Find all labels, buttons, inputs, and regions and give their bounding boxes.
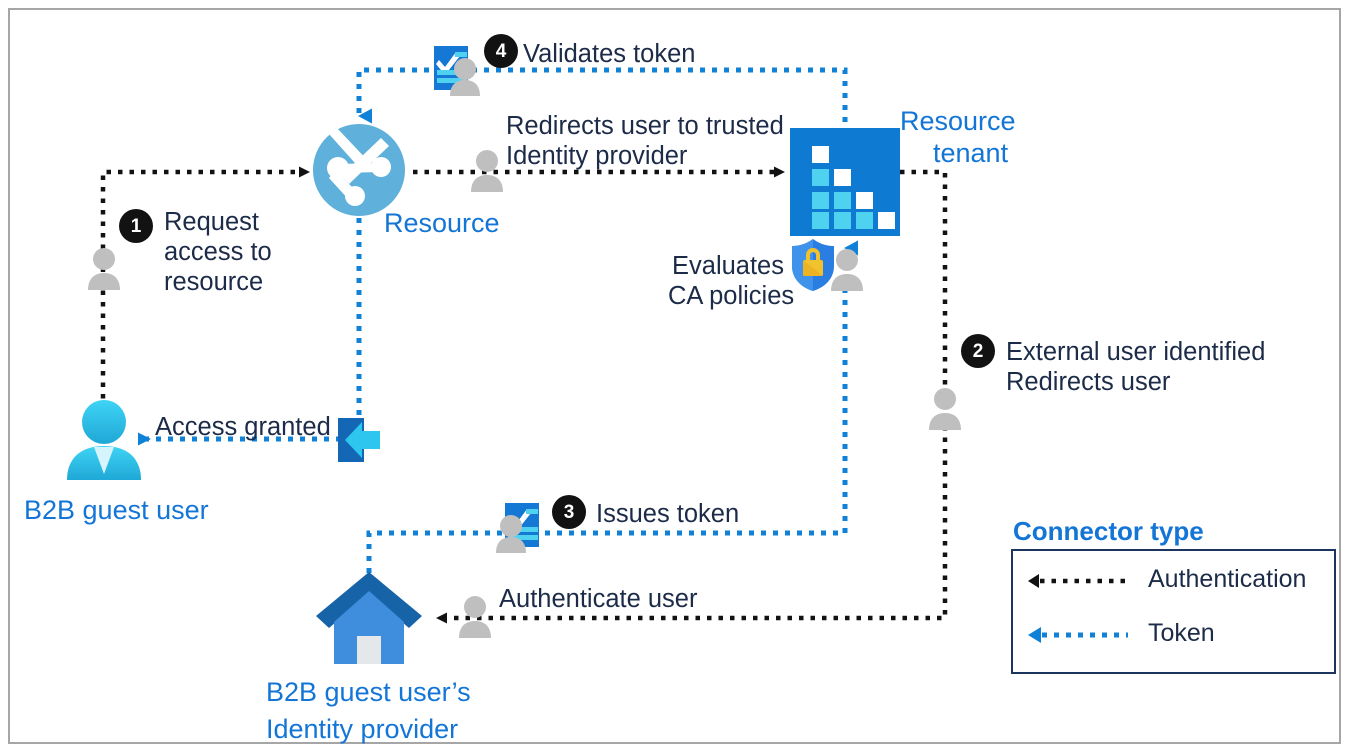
edge-label-evaluates-line2: CA policies	[668, 282, 795, 310]
step-label-4: Validates token	[523, 40, 696, 68]
node-label-resource-tenant-line1: Resource	[900, 106, 1016, 136]
house-icon	[316, 572, 422, 664]
node-label-resource: Resource	[384, 208, 500, 238]
step-label-3: Issues token	[596, 500, 740, 528]
access-granted-icon	[338, 418, 380, 462]
legend-sample-token	[1028, 627, 1128, 643]
edge-label-redirect-line2: Identity provider	[506, 142, 688, 170]
step-label-2-line1: External user identified	[1006, 338, 1266, 366]
step-label-1-line3: resource	[164, 268, 264, 296]
legend-box	[1011, 549, 1336, 674]
step-badge-1: 1	[119, 209, 153, 243]
node-label-idp-line1: B2B guest user’s	[266, 677, 471, 707]
legend-title: Connector type	[1013, 516, 1204, 546]
step-label-1-line2: access to	[164, 238, 272, 266]
shield-lock-icon	[792, 239, 834, 291]
person-icon-authenticate	[459, 596, 491, 638]
legend-label-authentication: Authentication	[1148, 565, 1307, 593]
tenant-icon	[790, 128, 900, 236]
node-label-resource-tenant-line2: tenant	[933, 138, 1009, 168]
step-label-1-line1: Request	[164, 208, 259, 236]
edge-label-authenticate-user: Authenticate user	[499, 585, 698, 613]
diagram-border	[8, 8, 1341, 744]
edge-label-access-granted: Access granted	[155, 413, 331, 441]
edge-request-access	[100, 166, 310, 410]
node-label-idp-line2: Identity provider	[266, 714, 459, 744]
token-icon-issues	[496, 503, 539, 553]
guest-user-icon	[67, 400, 141, 480]
globe-icon	[313, 124, 405, 216]
edge-label-evaluates-line1: Evaluates	[672, 252, 784, 280]
step-label-2-line2: Redirects user	[1006, 368, 1171, 396]
person-icon-request	[88, 248, 120, 290]
person-icon-redirect	[471, 150, 503, 192]
step-badge-3: 3	[552, 495, 586, 529]
token-icon-validates	[434, 46, 480, 96]
edge-validates-token	[356, 67, 848, 124]
edge-issues-token	[366, 240, 858, 585]
person-icon-ca	[831, 249, 863, 291]
node-label-guest-user: B2B guest user	[24, 495, 209, 525]
step-badge-4: 4	[484, 34, 518, 68]
legend-sample-authentication	[1028, 574, 1128, 588]
step-badge-2: 2	[961, 334, 995, 368]
legend-label-token: Token	[1148, 619, 1215, 647]
edge-label-redirect-line1: Redirects user to trusted	[506, 112, 784, 140]
person-icon-external	[929, 388, 961, 430]
